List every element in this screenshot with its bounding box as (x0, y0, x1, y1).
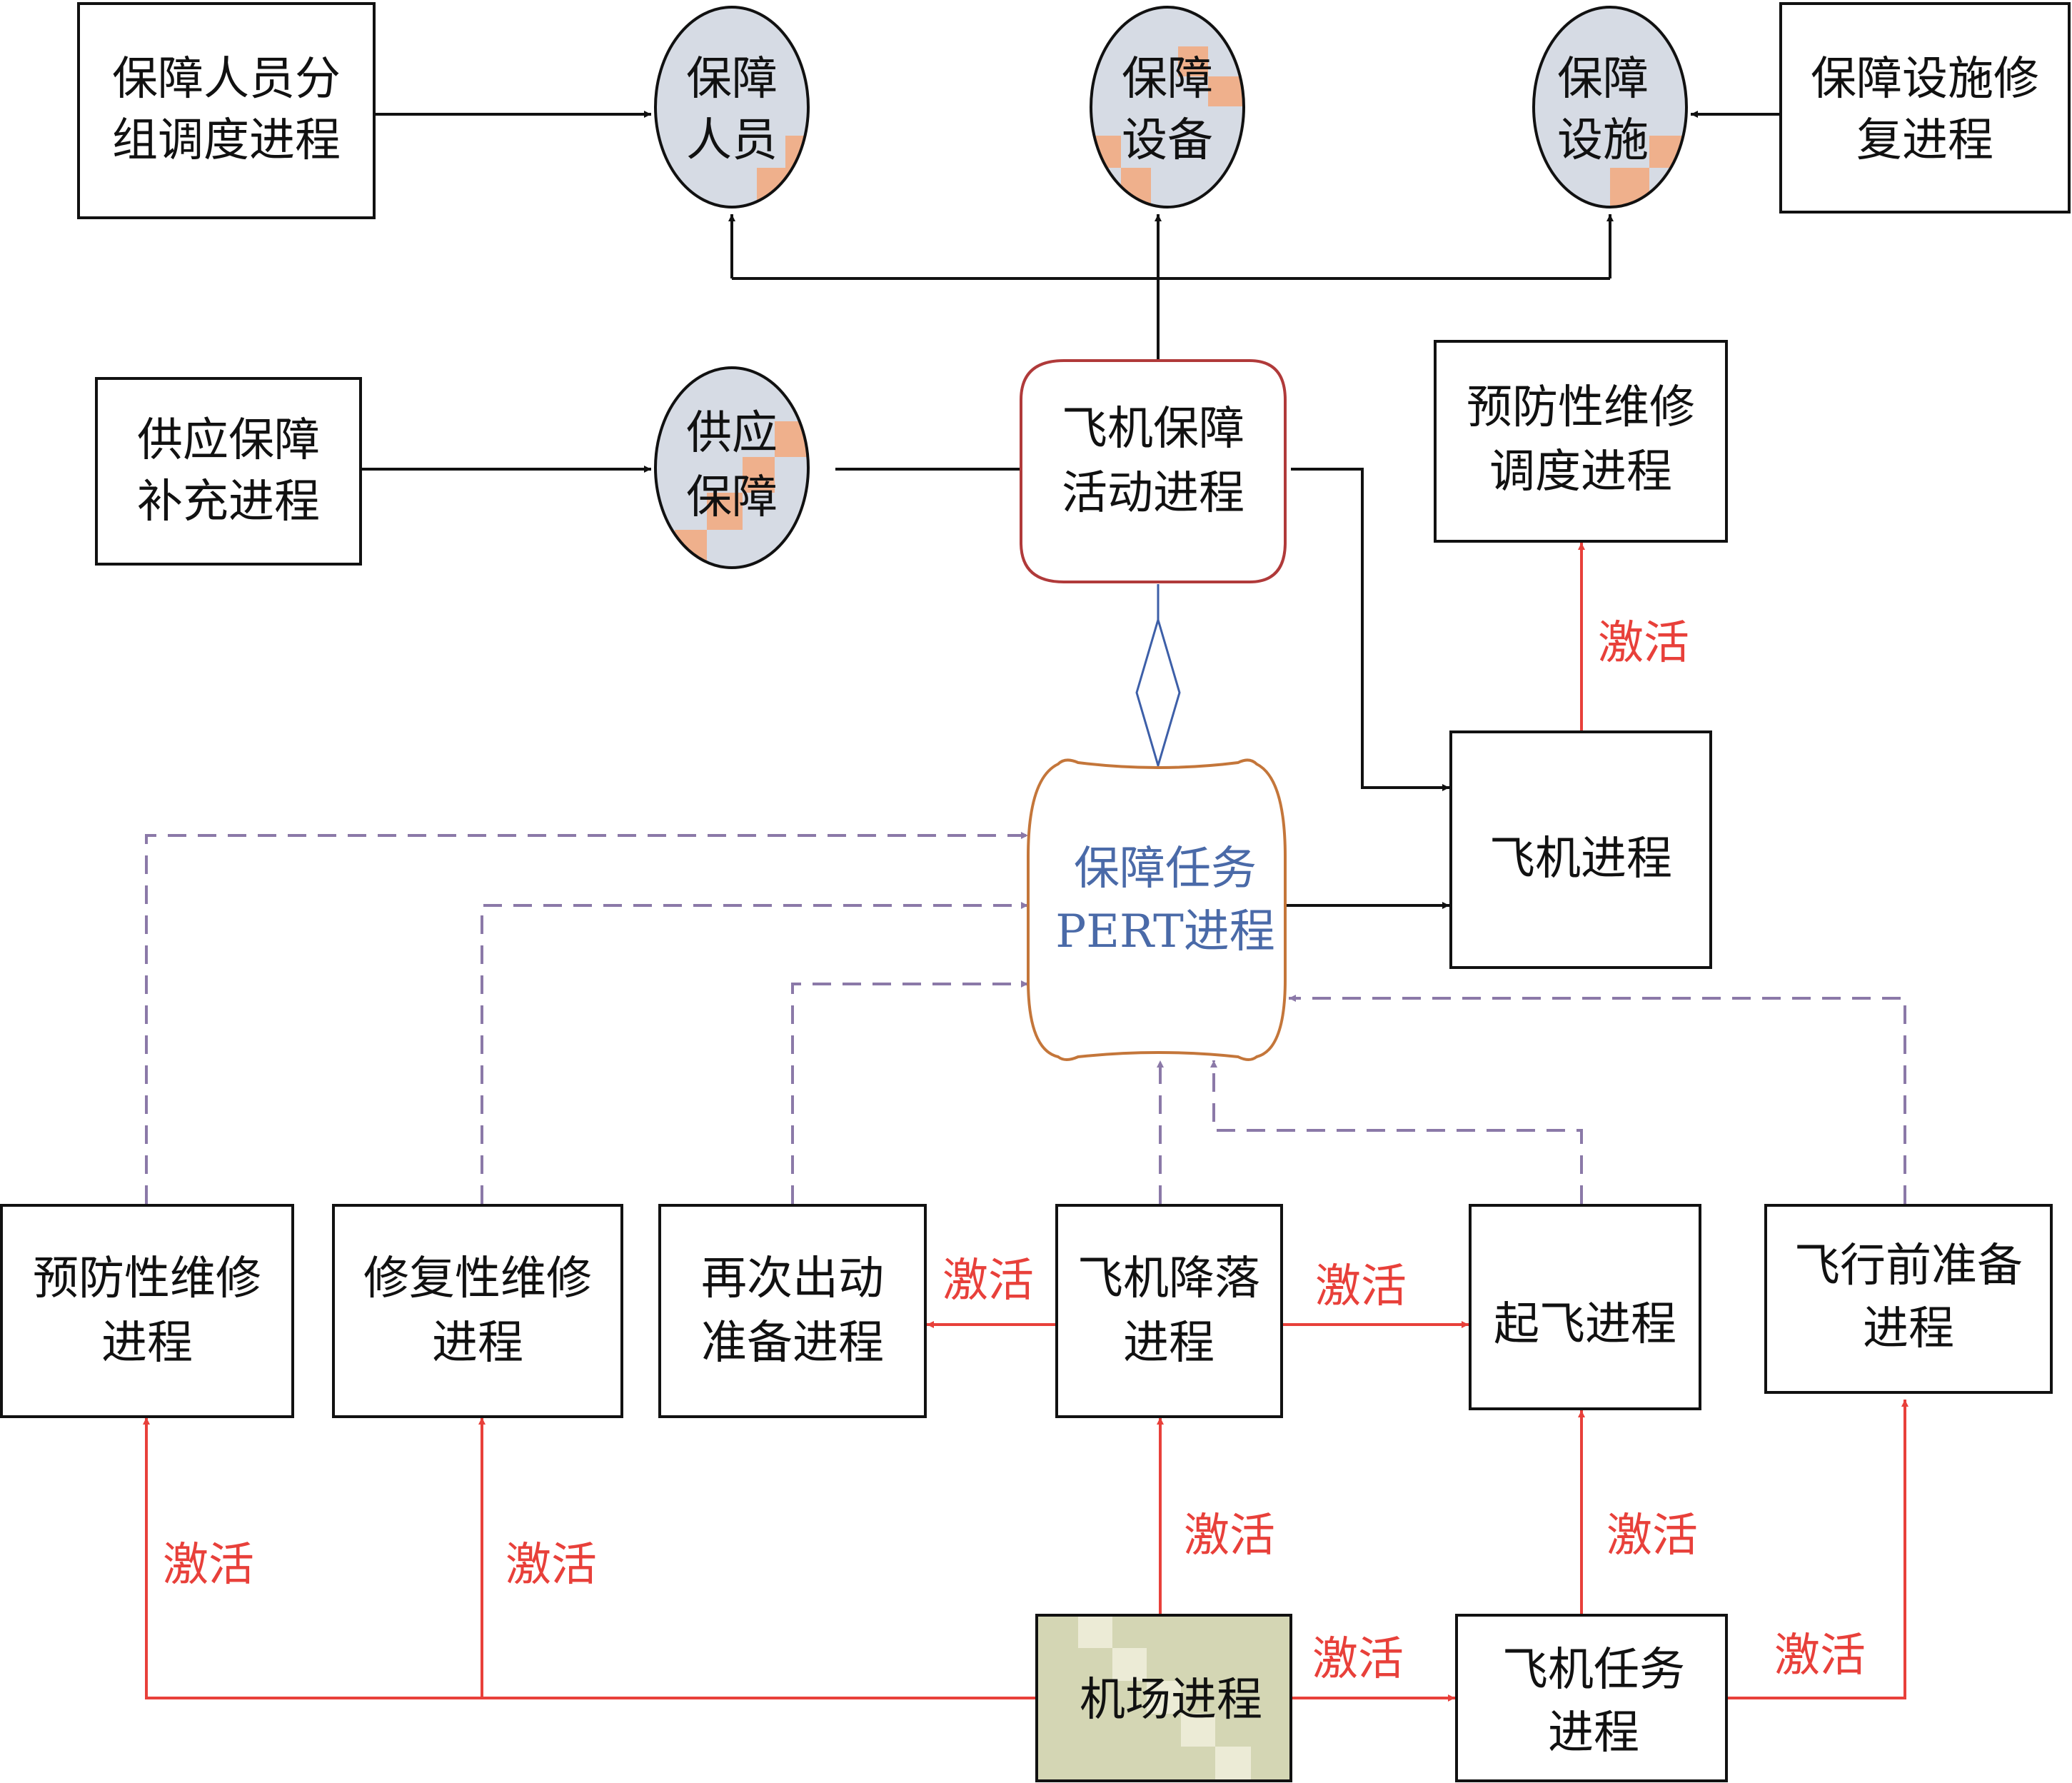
edge-activity-to-aircraft (1291, 468, 1449, 791)
label-corrective-maint-1: 修复性维修 (363, 1252, 592, 1305)
node-pert (1027, 758, 1287, 1061)
label-supply-replenish-1: 供应保障 (137, 414, 320, 467)
box-preventive-sched (1434, 340, 1728, 543)
box-personnel-grouping (77, 2, 376, 219)
edge-resortie-to-pert (791, 980, 1028, 1204)
label-supply-res-1: 供应 (686, 407, 778, 460)
res-facility (1532, 6, 1688, 209)
edge-mission-to-preflight (1728, 1400, 1908, 1699)
label-activate-preventive: 激活 (163, 1539, 254, 1592)
label-equipment-res-2: 设备 (1122, 114, 1213, 167)
label-activate-mission: 激活 (1312, 1633, 1404, 1686)
edge-takeoff-to-pert (1210, 1060, 1583, 1204)
aggregation-diamond (1135, 616, 1181, 770)
label-preflight-2: 进程 (1863, 1302, 1954, 1355)
label-pert-2: PERT进程 (1055, 905, 1275, 958)
label-equipment-res-1: 保障 (1122, 53, 1213, 106)
edges-red (143, 543, 1908, 1702)
label-activate-preventive-sched: 激活 (1598, 617, 1689, 670)
label-personnel-grouping-2: 组调度进程 (112, 114, 341, 167)
label-facility-repair-1: 保障设施修 (1811, 53, 2039, 106)
label-support-activity-1: 飞机保障 (1062, 403, 1244, 456)
label-pert-1: 保障任务 (1074, 843, 1257, 895)
label-preventive-maint-1: 预防性维修 (33, 1252, 261, 1305)
box-airport (1035, 1614, 1292, 1782)
label-takeoff: 起飞进程 (1494, 1298, 1676, 1351)
label-supply-replenish-2: 补充进程 (137, 476, 320, 528)
box-takeoff (1469, 1204, 1701, 1410)
label-supply-res-2: 保障 (686, 471, 778, 524)
edges-purple (145, 832, 1906, 1204)
res-personnel (654, 6, 810, 209)
res-supply (654, 366, 810, 569)
label-resortie-prep-1: 再次出动 (701, 1252, 884, 1305)
label-preventive-sched-2: 调度进程 (1489, 446, 1672, 498)
label-activate-resortie: 激活 (942, 1255, 1034, 1307)
edges-black (361, 111, 1779, 909)
box-preflight (1764, 1204, 2053, 1394)
box-aircraft (1449, 730, 1712, 969)
box-landing (1055, 1204, 1283, 1418)
label-resortie-prep-2: 准备进程 (701, 1317, 884, 1370)
label-aircraft-mission-1: 飞机任务 (1502, 1644, 1685, 1697)
label-personnel-res-1: 保障 (686, 53, 778, 106)
label-facility-res-2: 设施 (1557, 114, 1649, 167)
label-personnel-res-2: 人员 (686, 114, 778, 167)
box-corrective-maint (332, 1204, 623, 1418)
label-preflight-1: 飞行前准备 (1794, 1240, 2023, 1292)
label-preventive-maint-2: 进程 (101, 1317, 193, 1370)
res-equipment (1090, 6, 1245, 209)
label-activate-takeoff: 激活 (1315, 1260, 1407, 1313)
aggregation-link (1135, 584, 1181, 770)
edge-preventive-to-pert (145, 832, 1028, 1204)
edge-labels: 激活 激活 激活 激活 激活 激活 激活 激活 激活 (163, 617, 1866, 1686)
label-personnel-grouping-1: 保障人员分 (112, 53, 341, 106)
label-landing-1: 飞机降落 (1077, 1252, 1260, 1305)
label-activate-landing: 激活 (1184, 1510, 1275, 1562)
label-corrective-maint-2: 进程 (432, 1317, 523, 1370)
label-aircraft-mission-2: 进程 (1548, 1707, 1639, 1759)
label-support-activity-2: 活动进程 (1062, 467, 1244, 520)
label-aircraft: 飞机进程 (1489, 833, 1672, 885)
box-facility-repair (1779, 2, 2071, 214)
label-facility-repair-2: 复进程 (1856, 114, 1993, 167)
edge-airport-to-maint (143, 1417, 1035, 1699)
label-preventive-sched-1: 预防性维修 (1467, 381, 1695, 434)
label-landing-2: 进程 (1123, 1317, 1214, 1370)
label-activate-preflight: 激活 (1774, 1629, 1866, 1682)
box-preventive-maint (0, 1204, 294, 1418)
box-aircraft-mission (1455, 1614, 1728, 1782)
label-facility-res-1: 保障 (1557, 53, 1649, 106)
label-activate-mission-takeoff: 激活 (1606, 1510, 1698, 1562)
node-support-activity (1020, 359, 1287, 583)
box-resortie-prep (658, 1204, 927, 1418)
box-supply-replenish (95, 377, 362, 566)
node-labels: 保障人员分 组调度进程 保障 人员 保障 设备 保障 设施 保障设施修 复进程 … (33, 53, 2039, 1759)
label-airport: 机场进程 (1080, 1674, 1262, 1727)
edge-preflight-to-pert (1289, 995, 1906, 1204)
label-activate-corrective: 激活 (506, 1539, 597, 1592)
edge-corrective-to-pert (481, 902, 1028, 1204)
